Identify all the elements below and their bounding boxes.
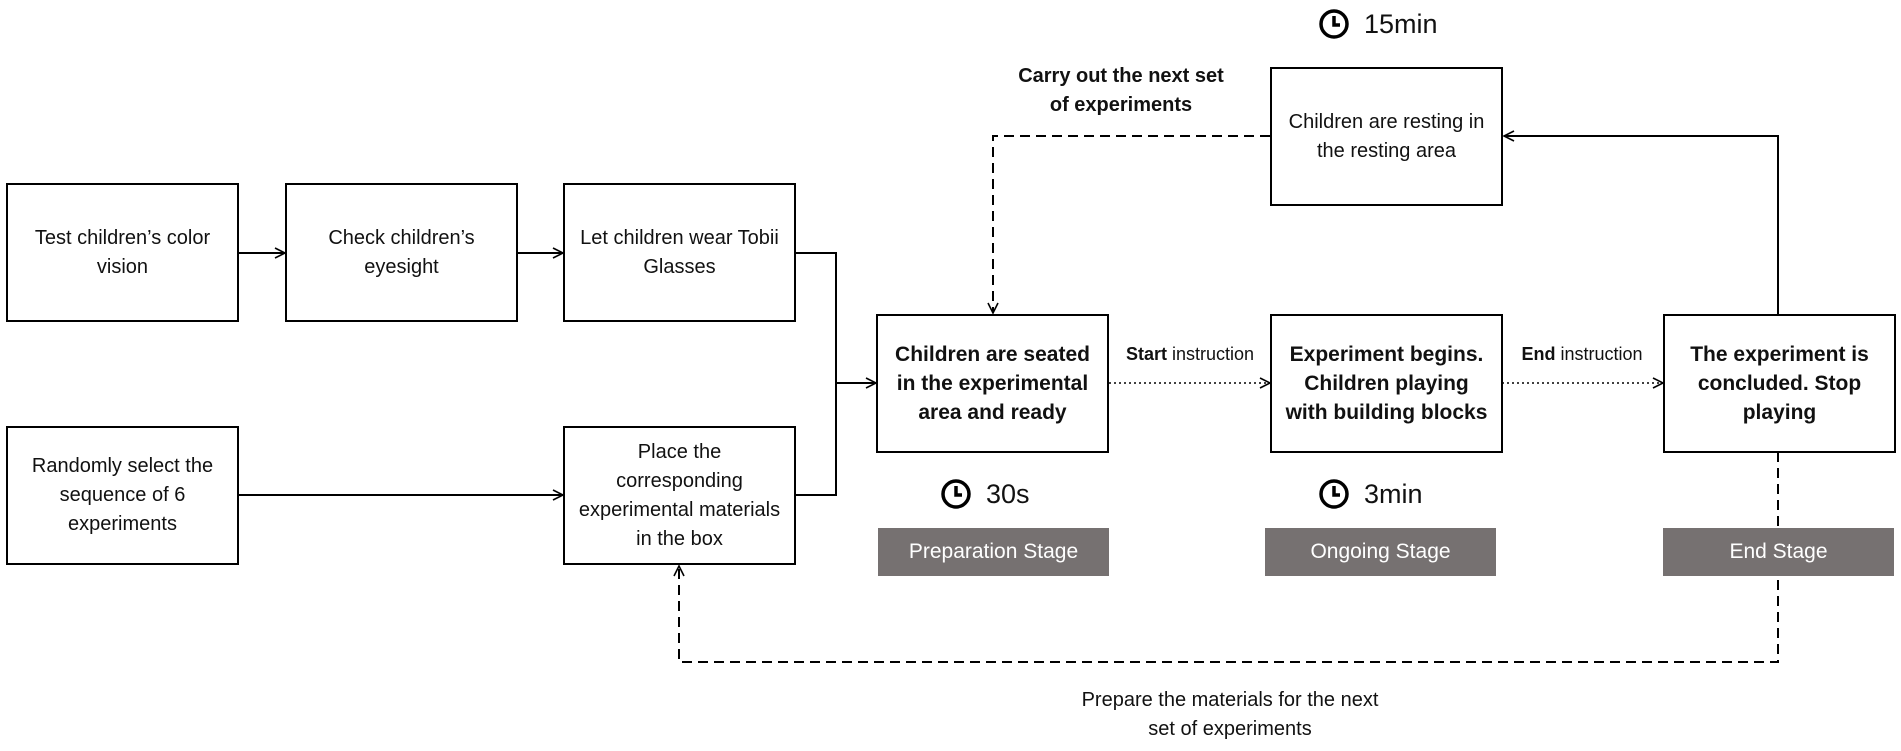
label-prepare-materials: Prepare the materials for the next set o… xyxy=(1080,686,1380,744)
timer-rest: 15min xyxy=(1318,8,1438,40)
box-experiment-begins: Experiment begins. Children playing with… xyxy=(1270,314,1503,453)
label-start-rest: instruction xyxy=(1166,344,1255,364)
label-start-instruction: Start instruction xyxy=(1113,340,1267,369)
stage-end-text: End Stage xyxy=(1729,540,1828,563)
box-concluded-text: The experiment is concluded. Stop playin… xyxy=(1690,343,1869,424)
arrow-resting-to-seated xyxy=(993,135,1270,313)
timer-rest-text: 15min xyxy=(1364,8,1438,39)
timer-ongoing-text: 3min xyxy=(1364,478,1423,509)
timer-prep: 30s xyxy=(940,478,1030,510)
label-end-bold: End xyxy=(1521,344,1556,364)
box-experiment-begins-text: Experiment begins. Children playing with… xyxy=(1285,343,1488,424)
box-eyesight: Check children’s eyesight xyxy=(285,183,518,322)
clock-icon xyxy=(941,479,971,509)
box-seated-text: Children are seated in the experimental … xyxy=(895,343,1090,424)
stage-end: End Stage xyxy=(1663,528,1894,576)
box-tobii: Let children wear Tobii Glasses xyxy=(563,183,796,322)
stage-ongoing: Ongoing Stage xyxy=(1265,528,1496,576)
arrow-concluded-to-place xyxy=(679,452,1779,663)
clock-icon xyxy=(1319,9,1349,39)
merge-line xyxy=(796,252,837,496)
box-eyesight-text: Check children’s eyesight xyxy=(328,226,475,278)
timer-ongoing: 3min xyxy=(1318,478,1423,510)
box-tobii-text: Let children wear Tobii Glasses xyxy=(580,226,779,278)
label-next-set: Carry out the next set of experiments xyxy=(1006,62,1236,120)
box-resting: Children are resting in the resting area xyxy=(1270,67,1503,206)
label-prepare-text: Prepare the materials for the next set o… xyxy=(1081,689,1379,740)
box-seated: Children are seated in the experimental … xyxy=(876,314,1109,453)
stage-ongoing-text: Ongoing Stage xyxy=(1310,540,1451,563)
stage-preparation: Preparation Stage xyxy=(878,528,1109,576)
box-random-select-text: Randomly select the sequence of 6 experi… xyxy=(31,455,214,535)
label-end-rest: instruction xyxy=(1555,344,1643,364)
label-next-set-text: Carry out the next set of experiments xyxy=(1018,65,1224,116)
box-random-select: Randomly select the sequence of 6 experi… xyxy=(6,426,239,565)
clock-icon xyxy=(1319,479,1349,509)
timer-prep-text: 30s xyxy=(986,478,1030,509)
box-color-vision-text: Test children’s color vision xyxy=(34,226,211,278)
box-place-materials: Place the corresponding experimental mat… xyxy=(563,426,796,565)
label-end-instruction: End instruction xyxy=(1505,340,1659,369)
box-concluded: The experiment is concluded. Stop playin… xyxy=(1663,314,1896,453)
box-resting-text: Children are resting in the resting area xyxy=(1288,110,1485,162)
stage-preparation-text: Preparation Stage xyxy=(908,540,1079,563)
arrow-concluded-to-resting xyxy=(1504,136,1779,315)
box-place-materials-text: Place the corresponding experimental mat… xyxy=(578,440,781,550)
box-color-vision: Test children’s color vision xyxy=(6,183,239,322)
label-start-bold: Start xyxy=(1125,344,1167,364)
